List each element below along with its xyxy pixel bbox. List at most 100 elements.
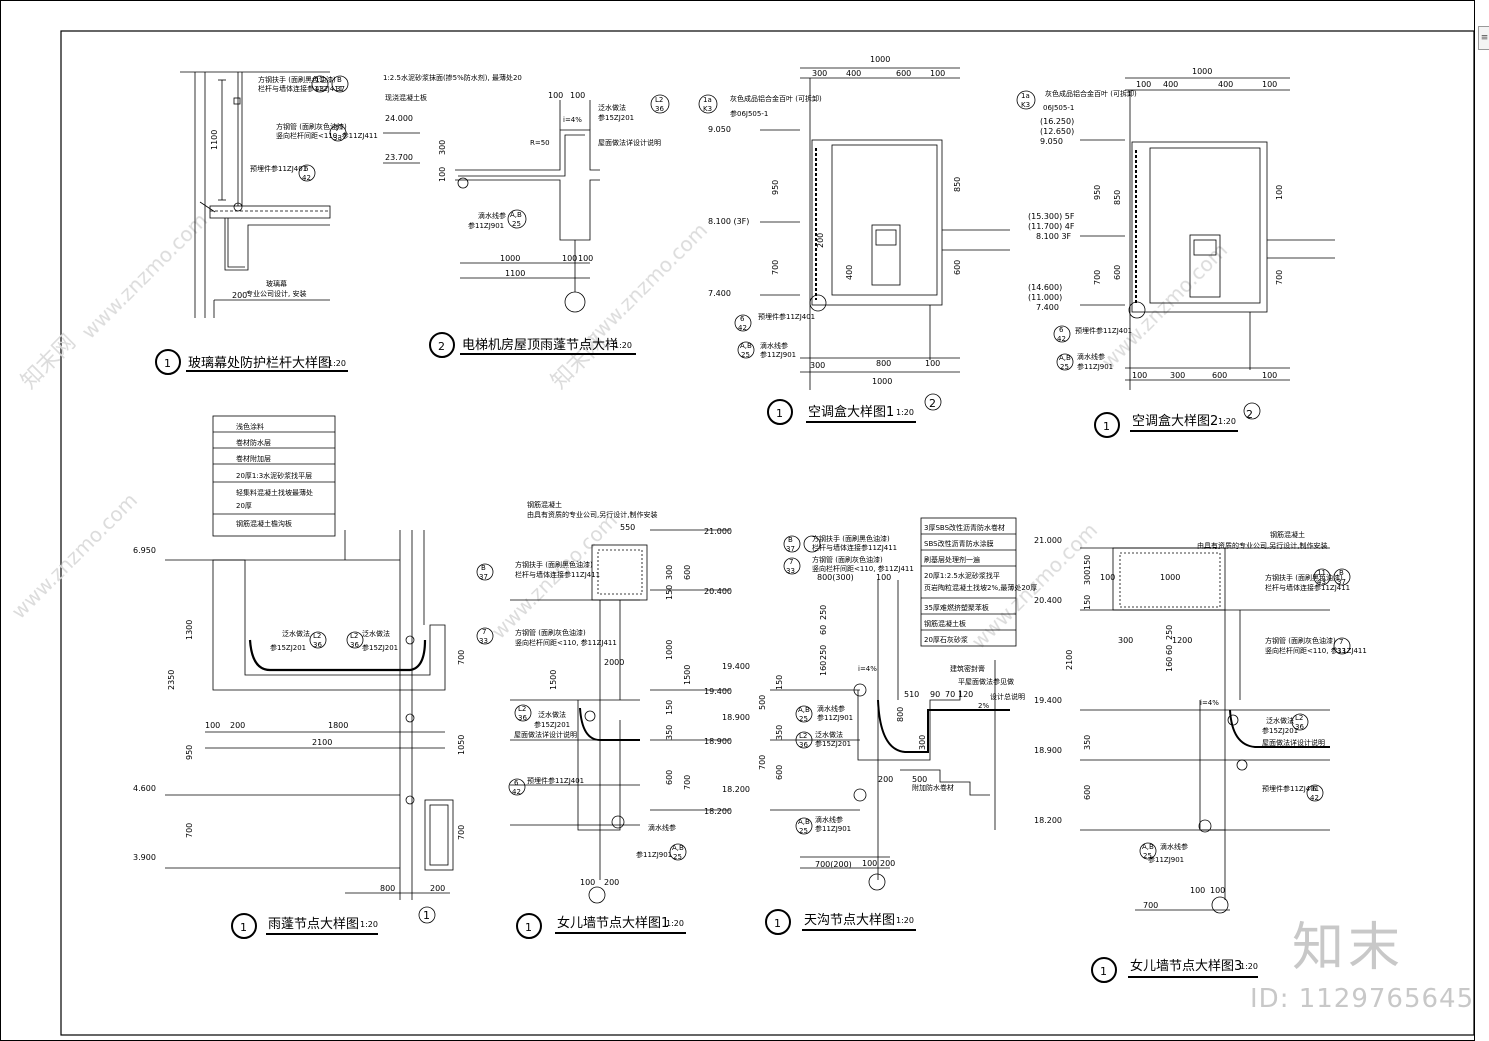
svg-text:1100: 1100	[210, 130, 219, 150]
svg-text:23.700: 23.700	[385, 153, 413, 162]
svg-text:100: 100	[1136, 80, 1151, 89]
detail-parapet-1-text: 钢筋混凝土 由具有资质的专业公司,另行设计,制作安装 方钢扶手 (面刷黑色油漆)…	[476, 500, 732, 887]
svg-text:1000: 1000	[665, 640, 674, 660]
svg-text:42: 42	[1057, 335, 1066, 343]
svg-text:1:20: 1:20	[896, 916, 914, 925]
svg-text:1: 1	[240, 921, 247, 934]
svg-text:屋面做法详设计说明: 屋面做法详设计说明	[1262, 738, 1325, 747]
svg-text:钢筋混凝土: 钢筋混凝土	[1270, 530, 1305, 539]
svg-text:由具有资质的专业公司,另行设计,制作安装: 由具有资质的专业公司,另行设计,制作安装	[1197, 541, 1327, 550]
svg-text:200: 200	[232, 291, 247, 300]
svg-text:栏杆与墙体连接参11ZJ411: 栏杆与墙体连接参11ZJ411	[258, 84, 343, 93]
watermark-id: ID: 1129765645	[1250, 984, 1475, 1014]
svg-text:R=50: R=50	[530, 139, 550, 147]
svg-text:刷基层处理剂一遍: 刷基层处理剂一遍	[924, 555, 980, 564]
svg-text:6: 6	[740, 315, 745, 323]
svg-text:18.200: 18.200	[704, 807, 732, 816]
svg-text:950: 950	[185, 745, 194, 760]
title-parapet-1: 1 女儿墙节点大样图1 1:20	[516, 913, 686, 939]
svg-text:21.000: 21.000	[704, 527, 732, 536]
svg-text:25: 25	[741, 351, 750, 359]
svg-text:100: 100	[1100, 573, 1115, 582]
svg-text:1a: 1a	[1021, 92, 1030, 100]
svg-text:100: 100	[925, 359, 940, 368]
svg-text:卷材防水层: 卷材防水层	[236, 438, 271, 447]
svg-text:1500: 1500	[683, 665, 692, 685]
svg-text:36: 36	[655, 105, 664, 113]
svg-text:25: 25	[799, 715, 808, 723]
svg-text:150: 150	[665, 585, 674, 600]
svg-text:600: 600	[1083, 785, 1092, 800]
detail-parapet-1	[510, 529, 730, 904]
svg-text:600: 600	[683, 565, 692, 580]
svg-text:钢筋混凝土檐沟板: 钢筋混凝土檐沟板	[236, 519, 292, 528]
svg-text:SBS改性沥青防水涂膜: SBS改性沥青防水涂膜	[924, 539, 994, 548]
svg-text:栏杆与墙体连接参11ZJ411: 栏杆与墙体连接参11ZJ411	[515, 570, 600, 579]
svg-text:方钢管 (面刷灰色油漆): 方钢管 (面刷灰色油漆)	[812, 555, 883, 564]
watermark-site: www.znzmo.com	[577, 218, 713, 354]
svg-text:7: 7	[1339, 638, 1343, 646]
svg-text:950: 950	[771, 180, 780, 195]
svg-text:1800: 1800	[328, 721, 348, 730]
svg-text:06J505-1: 06J505-1	[1043, 104, 1074, 112]
title-railing: 1 玻璃幕处防护栏杆大样图 1:20	[155, 349, 348, 375]
svg-text:160: 160	[819, 661, 828, 676]
svg-text:A,B: A,B	[672, 844, 684, 852]
svg-text:700(200): 700(200)	[815, 860, 852, 869]
svg-text:42: 42	[302, 174, 311, 182]
svg-text:1a: 1a	[703, 96, 712, 104]
svg-text:(12.650): (12.650)	[1040, 127, 1074, 136]
svg-text:(11.700) 4F: (11.700) 4F	[1028, 222, 1075, 231]
svg-text:100: 100	[570, 91, 585, 100]
svg-text:栏杆与墙体连接参11ZJ411: 栏杆与墙体连接参11ZJ411	[1265, 583, 1350, 592]
svg-text:200: 200	[880, 859, 895, 868]
svg-text:预埋件参11ZJ401: 预埋件参11ZJ401	[1262, 784, 1319, 793]
svg-text:300: 300	[1083, 570, 1092, 585]
svg-text:泛水做法: 泛水做法	[282, 629, 310, 638]
svg-text:300: 300	[810, 361, 825, 370]
detail-ac-box-1	[760, 67, 1010, 411]
svg-text:200: 200	[878, 775, 893, 784]
svg-text:20.400: 20.400	[704, 587, 732, 596]
svg-text:1000: 1000	[870, 55, 890, 64]
svg-text:36: 36	[518, 714, 527, 722]
svg-text:18.900: 18.900	[704, 737, 732, 746]
svg-text:25: 25	[1143, 852, 1152, 860]
svg-text:150: 150	[665, 700, 674, 715]
svg-text:18.200: 18.200	[722, 785, 750, 794]
svg-text:泛水做法: 泛水做法	[362, 629, 390, 638]
svg-text:1: 1	[164, 357, 171, 370]
svg-text:预埋件参11ZJ401: 预埋件参11ZJ401	[758, 312, 815, 321]
svg-text:方钢管 (面刷灰色油漆): 方钢管 (面刷灰色油漆)	[276, 122, 347, 131]
svg-text:700: 700	[771, 260, 780, 275]
svg-text:800: 800	[380, 884, 395, 893]
svg-text:37: 37	[479, 573, 488, 581]
svg-text:参11ZJ901: 参11ZJ901	[468, 221, 504, 230]
svg-text:方钢扶手 (面刷黑色油漆): 方钢扶手 (面刷黑色油漆)	[515, 560, 593, 569]
svg-text:A,B: A,B	[1142, 843, 1154, 851]
svg-text:800: 800	[896, 707, 905, 722]
svg-text:1000: 1000	[500, 254, 520, 263]
svg-text:25: 25	[1060, 363, 1069, 371]
svg-text:雨蓬节点大样图: 雨蓬节点大样图	[268, 917, 359, 932]
svg-text:3厚SBS改性沥青防水卷材: 3厚SBS改性沥青防水卷材	[924, 523, 1005, 532]
svg-text:300: 300	[1170, 371, 1185, 380]
svg-text:350: 350	[775, 725, 784, 740]
svg-text:专业公司设计, 安装: 专业公司设计, 安装	[246, 289, 306, 298]
svg-text:200: 200	[230, 721, 245, 730]
svg-text:预埋件参11ZJ401: 预埋件参11ZJ401	[250, 164, 307, 173]
svg-text:18.900: 18.900	[1034, 746, 1062, 755]
svg-text:9.050: 9.050	[708, 125, 731, 134]
svg-text:33: 33	[333, 134, 342, 142]
svg-text:3.900: 3.900	[133, 853, 156, 862]
svg-text:200: 200	[816, 233, 825, 248]
svg-text:1: 1	[1103, 420, 1110, 433]
svg-text:100: 100	[1190, 886, 1205, 895]
title-eaves: 1 雨蓬节点大样图 1:20 1	[231, 909, 430, 939]
svg-text:36: 36	[350, 641, 359, 649]
svg-text:100: 100	[1262, 80, 1277, 89]
svg-text:100: 100	[548, 91, 563, 100]
panel-toggle-button[interactable]: ≡	[1478, 26, 1489, 50]
svg-text:400: 400	[846, 69, 861, 78]
svg-text:600: 600	[953, 260, 962, 275]
